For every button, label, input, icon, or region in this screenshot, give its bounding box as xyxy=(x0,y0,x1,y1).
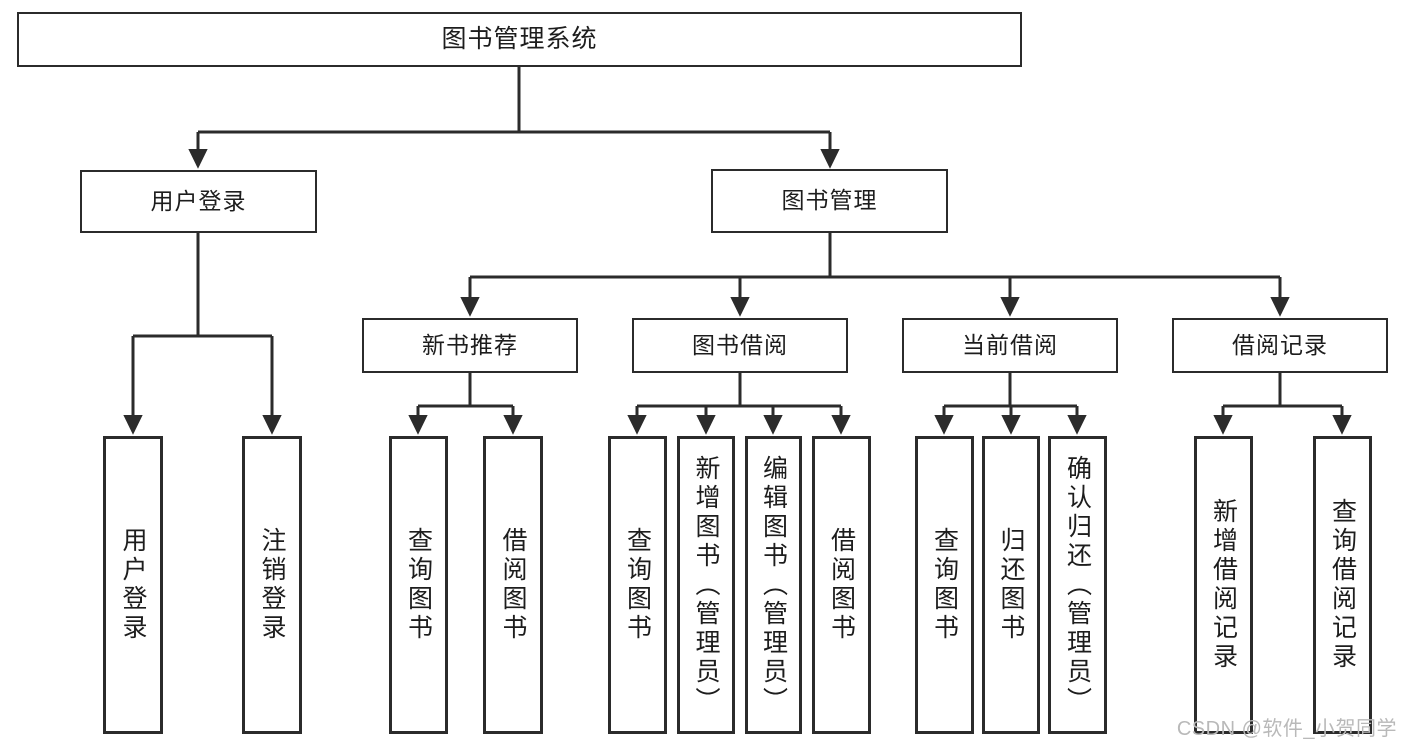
node-leaf-add-book[interactable]: 新增图书（管理员） xyxy=(677,436,735,734)
node-borrow-record[interactable]: 借阅记录 xyxy=(1172,318,1388,373)
node-leaf-query-book-1-label: 查询图书 xyxy=(404,527,433,643)
node-book-manage[interactable]: 图书管理 xyxy=(711,169,948,233)
node-leaf-query-book-2[interactable]: 查询图书 xyxy=(608,436,667,734)
node-book-borrow-label: 图书借阅 xyxy=(692,331,788,358)
node-leaf-borrow-book-1[interactable]: 借阅图书 xyxy=(483,436,543,734)
node-leaf-add-book-label: 新增图书（管理员） xyxy=(692,454,720,716)
node-leaf-return-book-label: 归还图书 xyxy=(997,527,1025,643)
node-leaf-confirm-return[interactable]: 确认归还（管理员） xyxy=(1048,436,1107,734)
node-leaf-user-login-label: 用户登录 xyxy=(119,527,147,643)
node-leaf-logout-login[interactable]: 注销登录 xyxy=(242,436,302,734)
node-current-borrow-label: 当前借阅 xyxy=(962,331,1058,358)
node-leaf-query-book-3[interactable]: 查询图书 xyxy=(915,436,974,734)
node-current-borrow[interactable]: 当前借阅 xyxy=(902,318,1118,373)
node-leaf-add-record-label: 新增借阅记录 xyxy=(1209,498,1238,672)
node-leaf-query-book-2-label: 查询图书 xyxy=(623,527,652,643)
node-leaf-user-login[interactable]: 用户登录 xyxy=(103,436,163,734)
node-leaf-logout-login-label: 注销登录 xyxy=(258,527,286,643)
node-leaf-borrow-book-2-label: 借阅图书 xyxy=(827,527,856,643)
node-leaf-edit-book-label: 编辑图书（管理员） xyxy=(759,454,788,716)
node-borrow-record-label: 借阅记录 xyxy=(1232,331,1328,358)
node-leaf-query-record-label: 查询借阅记录 xyxy=(1328,498,1357,672)
node-leaf-add-record[interactable]: 新增借阅记录 xyxy=(1194,436,1253,734)
node-user-login[interactable]: 用户登录 xyxy=(80,170,317,233)
node-leaf-confirm-return-label: 确认归还（管理员） xyxy=(1063,454,1092,716)
node-leaf-query-record[interactable]: 查询借阅记录 xyxy=(1313,436,1372,734)
node-new-book-recommend-label: 新书推荐 xyxy=(422,331,518,358)
node-leaf-borrow-book-1-label: 借阅图书 xyxy=(499,527,527,643)
node-book-borrow[interactable]: 图书借阅 xyxy=(632,318,848,373)
node-leaf-return-book[interactable]: 归还图书 xyxy=(982,436,1040,734)
node-leaf-query-book-1[interactable]: 查询图书 xyxy=(389,436,448,734)
node-leaf-query-book-3-label: 查询图书 xyxy=(930,527,959,643)
node-leaf-edit-book[interactable]: 编辑图书（管理员） xyxy=(745,436,802,734)
csdn-watermark: CSDN @软件_小贺同学 xyxy=(1176,718,1397,740)
node-root-label: 图书管理系统 xyxy=(441,24,598,53)
node-leaf-borrow-book-2[interactable]: 借阅图书 xyxy=(812,436,871,734)
node-book-manage-label: 图书管理 xyxy=(781,187,878,214)
node-user-login-label: 用户登录 xyxy=(150,187,247,214)
node-root[interactable]: 图书管理系统 xyxy=(17,12,1022,67)
node-new-book-recommend[interactable]: 新书推荐 xyxy=(362,318,578,373)
